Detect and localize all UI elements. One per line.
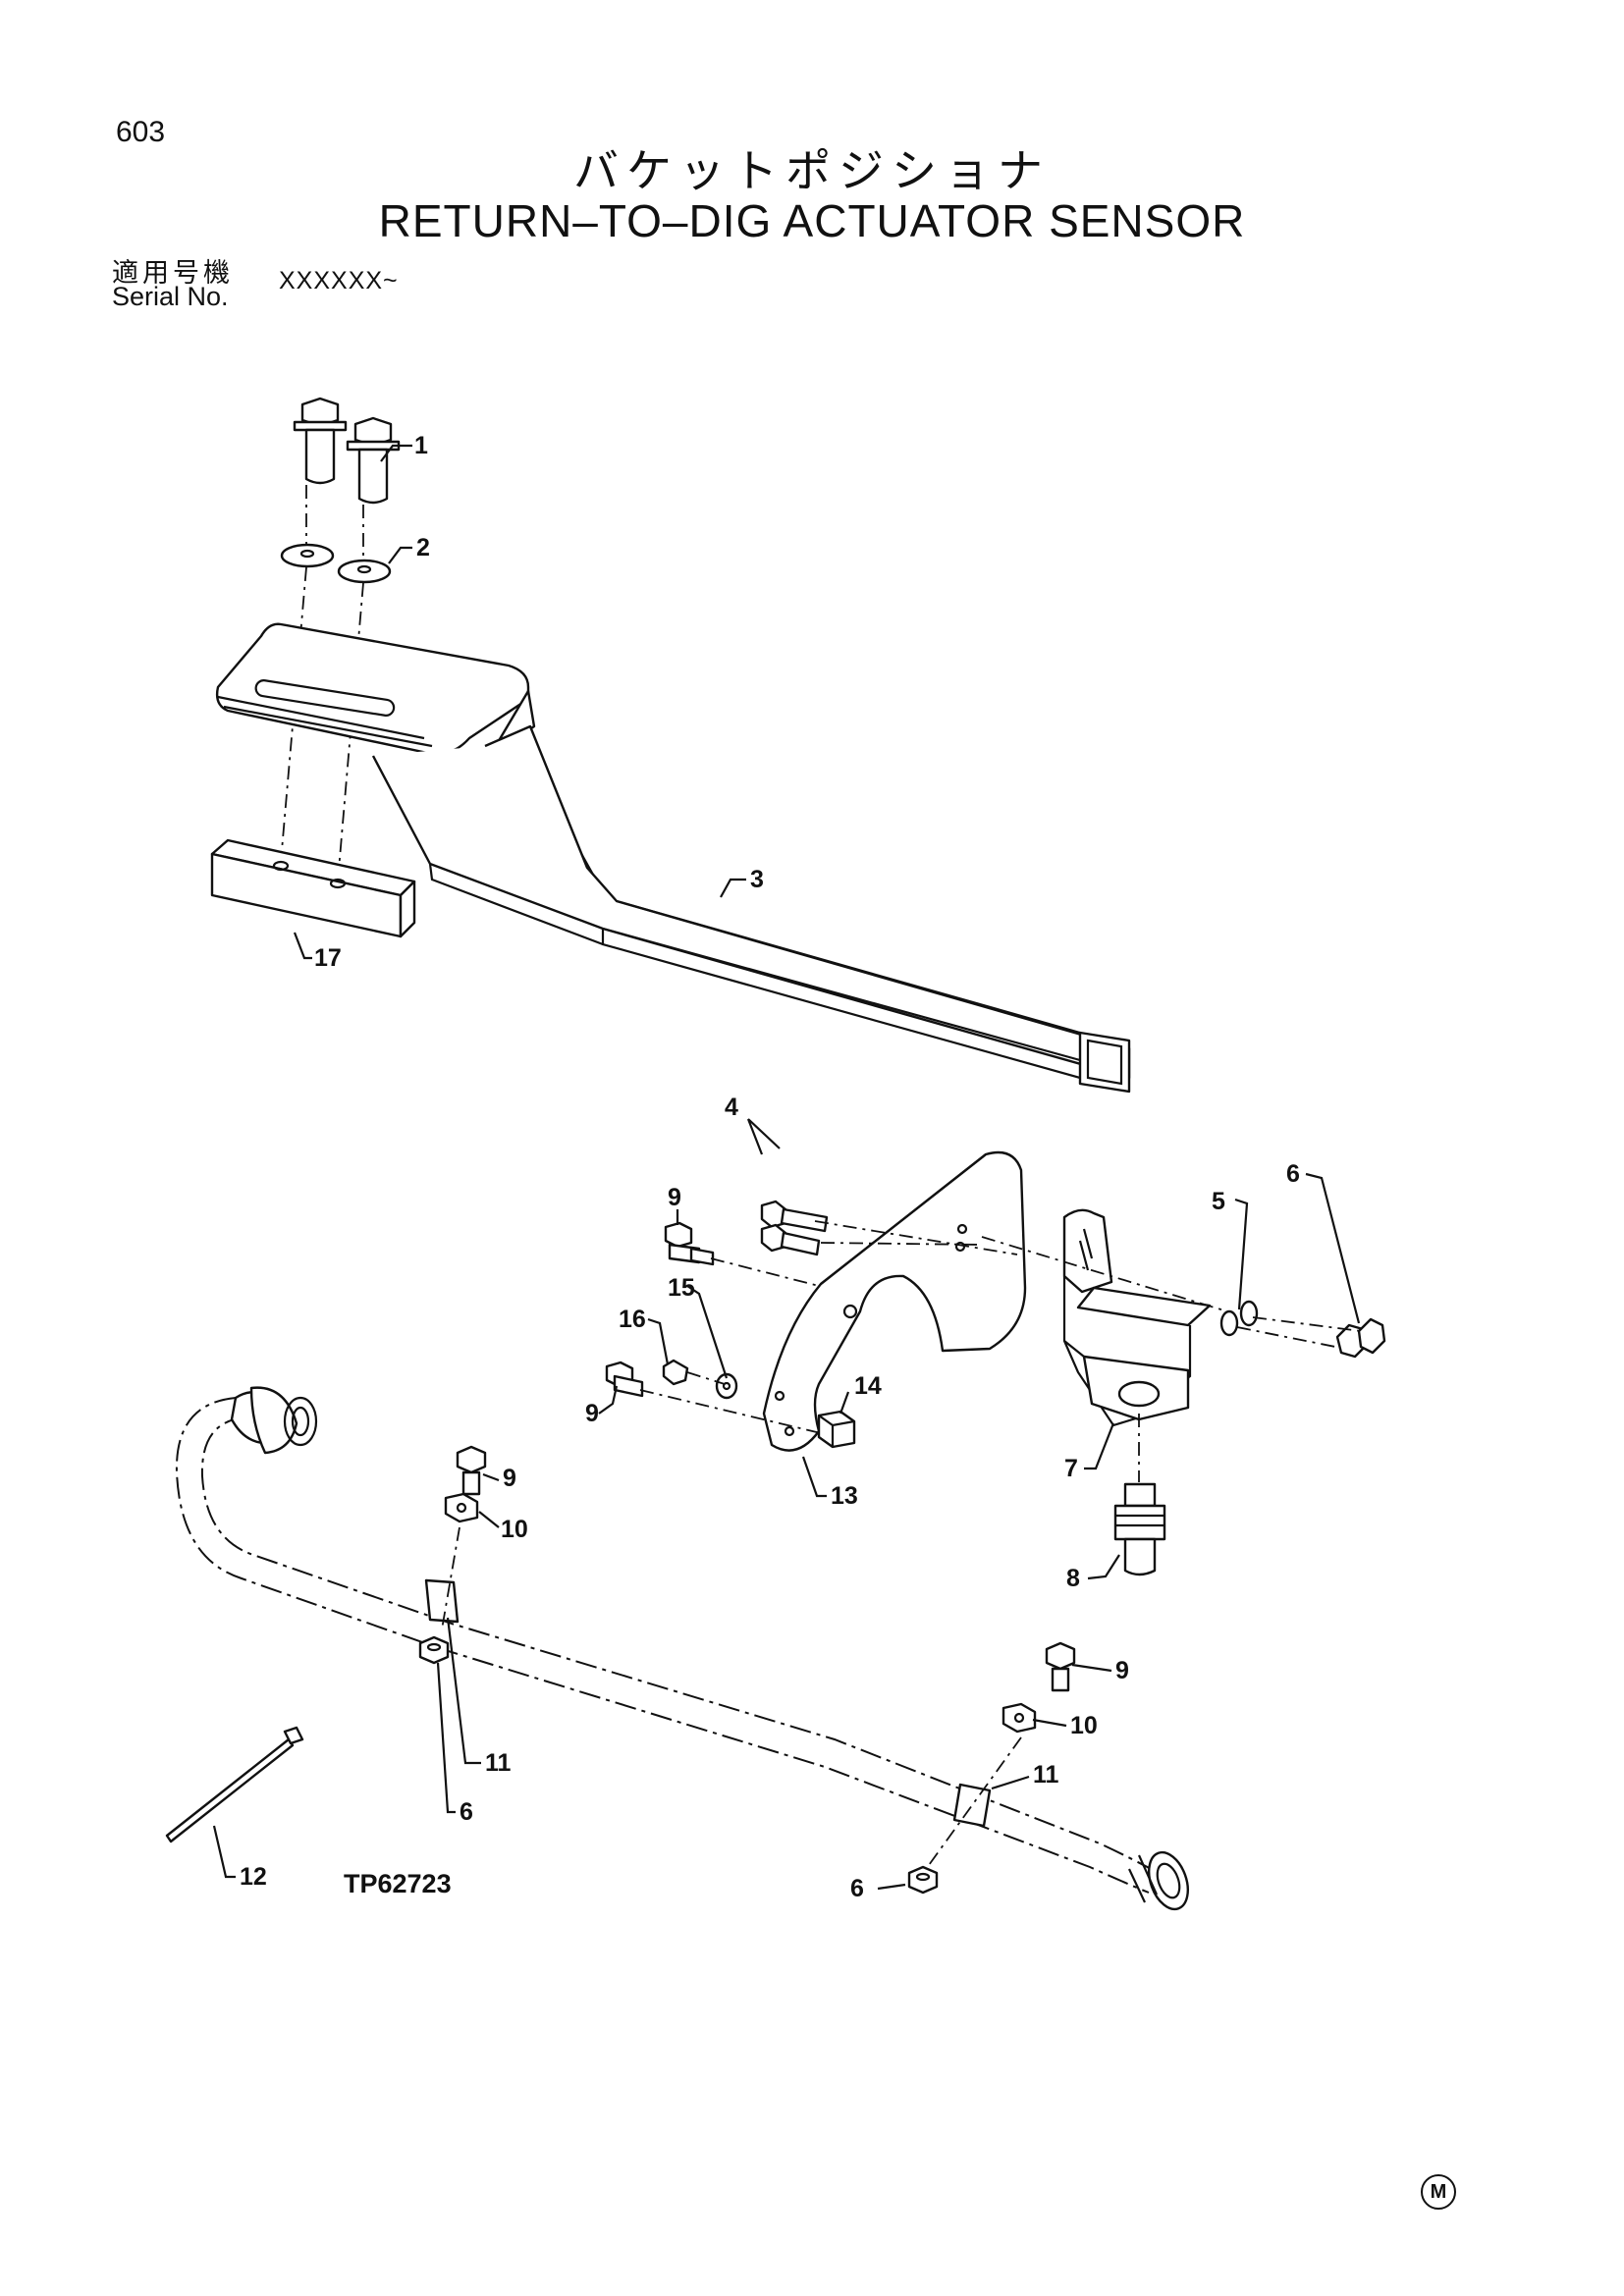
serial-label-japanese: 適用号機 (112, 258, 234, 289)
manufacturer-mark: M (1421, 2174, 1456, 2210)
sensor-part-8 (1113, 1482, 1166, 1576)
clip-nut-part-10-left (444, 1492, 479, 1523)
bolt-part-9-right (1045, 1641, 1076, 1692)
callout-part-1: 1 (414, 432, 428, 459)
callout-part-7: 7 (1064, 1455, 1078, 1482)
sensor-bracket-part-7 (1062, 1208, 1212, 1427)
callout-part-10-right: 10 (1070, 1712, 1098, 1739)
drawing-reference-code: TP62723 (344, 1869, 452, 1898)
callout-part-15: 15 (668, 1274, 695, 1302)
callout-part-10-left: 10 (501, 1516, 528, 1543)
callout-part-8: 8 (1066, 1565, 1080, 1592)
alignment-line (1252, 1316, 1362, 1332)
callout-part-2: 2 (416, 534, 430, 561)
callout-part-5: 5 (1212, 1188, 1225, 1215)
callout-part-11-left: 11 (485, 1749, 512, 1777)
alignment-line (686, 1371, 726, 1385)
callout-part-4: 4 (725, 1094, 738, 1121)
callout-part-9-left: 9 (503, 1465, 516, 1492)
clamp-part-11-right (952, 1783, 992, 1828)
callout-part-9-right: 9 (1115, 1657, 1129, 1684)
hose-phantom (175, 1386, 1189, 1911)
spacer-part-14 (817, 1410, 856, 1449)
alignment-line (639, 1389, 822, 1434)
alignment-line (441, 1526, 460, 1630)
nut-part-6-right (907, 1865, 939, 1895)
nut-part-6 (1335, 1317, 1386, 1359)
callout-part-6-left: 6 (460, 1798, 473, 1826)
bolt-part-9-upper (664, 1221, 715, 1266)
clip-nut-part-10-right (1001, 1702, 1037, 1734)
alignment-line (928, 1736, 1022, 1866)
alignment-line (710, 1257, 820, 1287)
callout-part-11-right: 11 (1033, 1761, 1059, 1789)
leader-lines (212, 444, 1361, 1891)
serial-number-value: XXXXXX~ (279, 267, 399, 294)
page-title: RETURN–TO–DIG ACTUATOR SENSOR (378, 195, 1246, 246)
bolt-part-9-left (456, 1445, 487, 1496)
callout-part-14: 14 (854, 1372, 882, 1400)
serial-label: Serial No. (112, 282, 229, 311)
cable-tie-part-12 (165, 1726, 304, 1843)
bolt-part-9-middle (605, 1361, 644, 1398)
alignment-line (1236, 1326, 1336, 1348)
callout-part-13: 13 (831, 1482, 858, 1510)
nut-part-6-left (418, 1635, 450, 1665)
callout-part-3: 3 (750, 866, 764, 893)
alignment-line (814, 1220, 1018, 1255)
mounting-plate-part-13 (762, 1150, 1027, 1452)
page-title-japanese: バケットポジショナ (573, 144, 1051, 197)
bracket-part-3 (215, 622, 1131, 1094)
clamp-part-11-left (424, 1578, 460, 1624)
callout-part-9-middle: 9 (585, 1400, 599, 1427)
callout-part-9-upper: 9 (668, 1184, 681, 1211)
callout-part-6-upper: 6 (1286, 1160, 1300, 1188)
alignment-line (820, 1242, 983, 1246)
callout-part-16: 16 (619, 1306, 646, 1333)
callout-part-12: 12 (240, 1863, 267, 1891)
page-number: 603 (116, 116, 166, 148)
bolt-part-1 (293, 397, 401, 505)
washer-part-2 (280, 543, 392, 584)
callout-part-17: 17 (314, 944, 342, 972)
spacer-block-part-17 (210, 838, 416, 938)
callout-part-6-right: 6 (850, 1875, 864, 1902)
washer-part-5 (1219, 1300, 1259, 1337)
bolt-part-4 (760, 1200, 829, 1256)
washer-part-15 (715, 1372, 738, 1400)
screw-part-16 (662, 1359, 689, 1386)
